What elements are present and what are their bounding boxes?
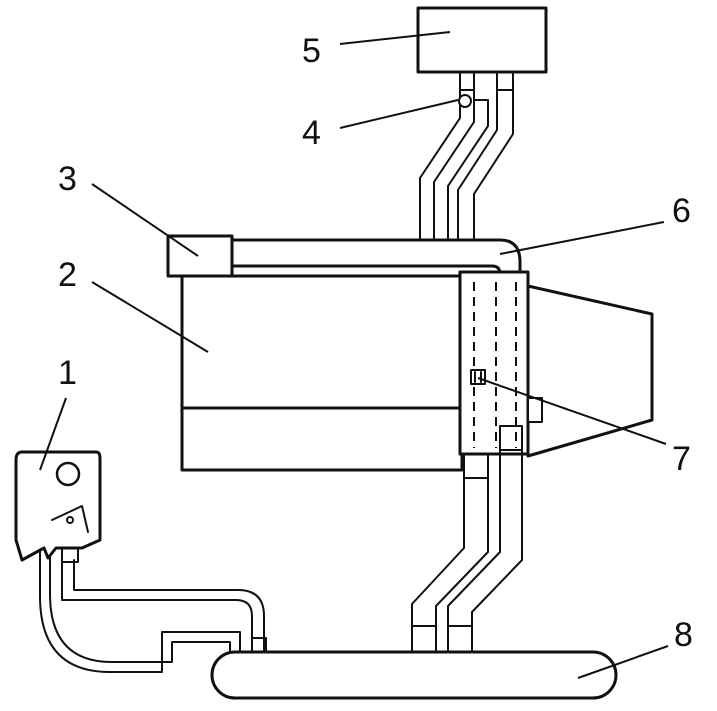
component-3-connector xyxy=(166,234,522,278)
callout-labels: 1 2 3 4 5 6 7 8 xyxy=(58,32,693,654)
callout-2: 2 xyxy=(58,256,77,294)
callout-5: 5 xyxy=(302,32,321,70)
sensor-4-circle xyxy=(458,94,472,108)
leader-2 xyxy=(91,281,209,353)
leader-8 xyxy=(577,645,669,679)
leader-1 xyxy=(39,397,67,471)
callout-6: 6 xyxy=(672,192,691,230)
component-5-box xyxy=(416,6,548,91)
leader-4 xyxy=(339,99,459,129)
leader-6 xyxy=(499,221,665,255)
component-8-cylinder xyxy=(210,650,618,700)
callout-3: 3 xyxy=(58,160,77,198)
leader-3 xyxy=(91,183,199,257)
heater-core-unit xyxy=(526,284,654,458)
leader-lines xyxy=(39,31,669,679)
callout-8: 8 xyxy=(674,616,693,654)
component-7-valve xyxy=(470,369,486,385)
callout-4: 4 xyxy=(302,114,321,152)
component-1-reservoir xyxy=(14,450,267,673)
leader-5 xyxy=(339,31,451,45)
component-6-core xyxy=(458,270,543,456)
component-4-pipes xyxy=(419,89,514,241)
leader-7 xyxy=(477,377,667,445)
component-2-housing xyxy=(180,274,464,472)
callout-7: 7 xyxy=(672,440,691,478)
callout-1: 1 xyxy=(58,354,77,392)
